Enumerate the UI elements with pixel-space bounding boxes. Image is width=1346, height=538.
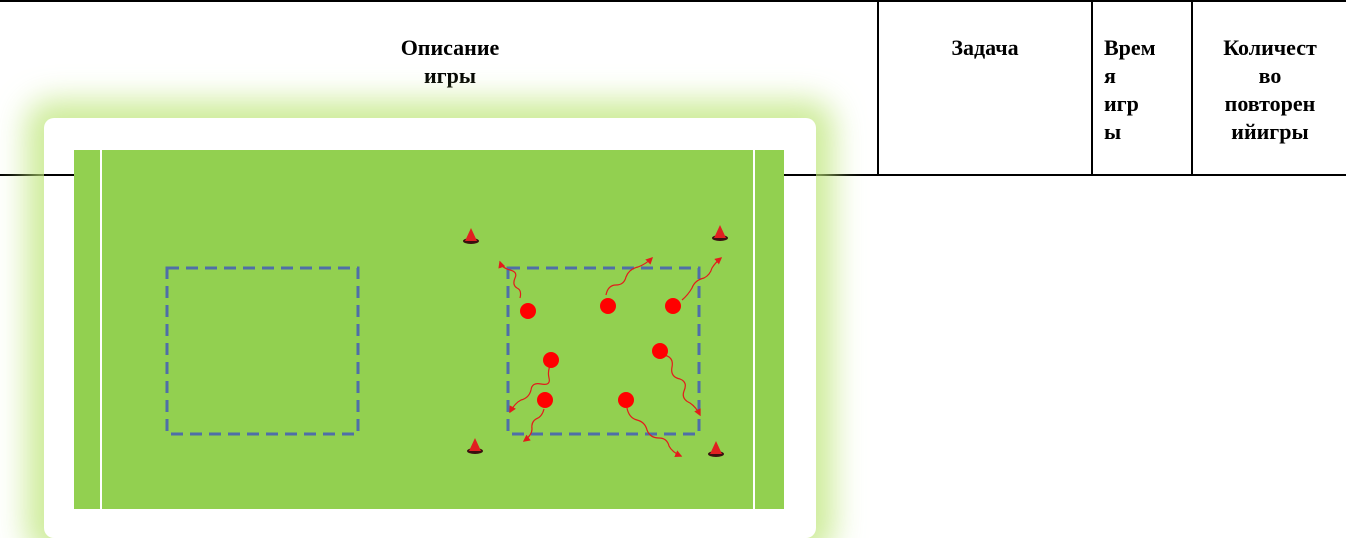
header-game-description: Описание игры [340,34,560,90]
player-marker [600,298,616,314]
player-marker [537,392,553,408]
player-marker [618,392,634,408]
player-marker [520,303,536,319]
header-task: Задача [900,34,1070,62]
column-divider [877,0,879,176]
column-divider [1091,0,1093,176]
header-repetitions: Количест во повторен ийигры [1196,34,1344,146]
table-top-border [0,0,1346,2]
player-marker [543,352,559,368]
field-grass [74,150,784,509]
header-game-time: Врем я игр ы [1104,34,1184,146]
soccer-field-diagram [74,150,784,509]
player-marker [652,343,668,359]
column-divider [1191,0,1193,176]
player-marker [665,298,681,314]
